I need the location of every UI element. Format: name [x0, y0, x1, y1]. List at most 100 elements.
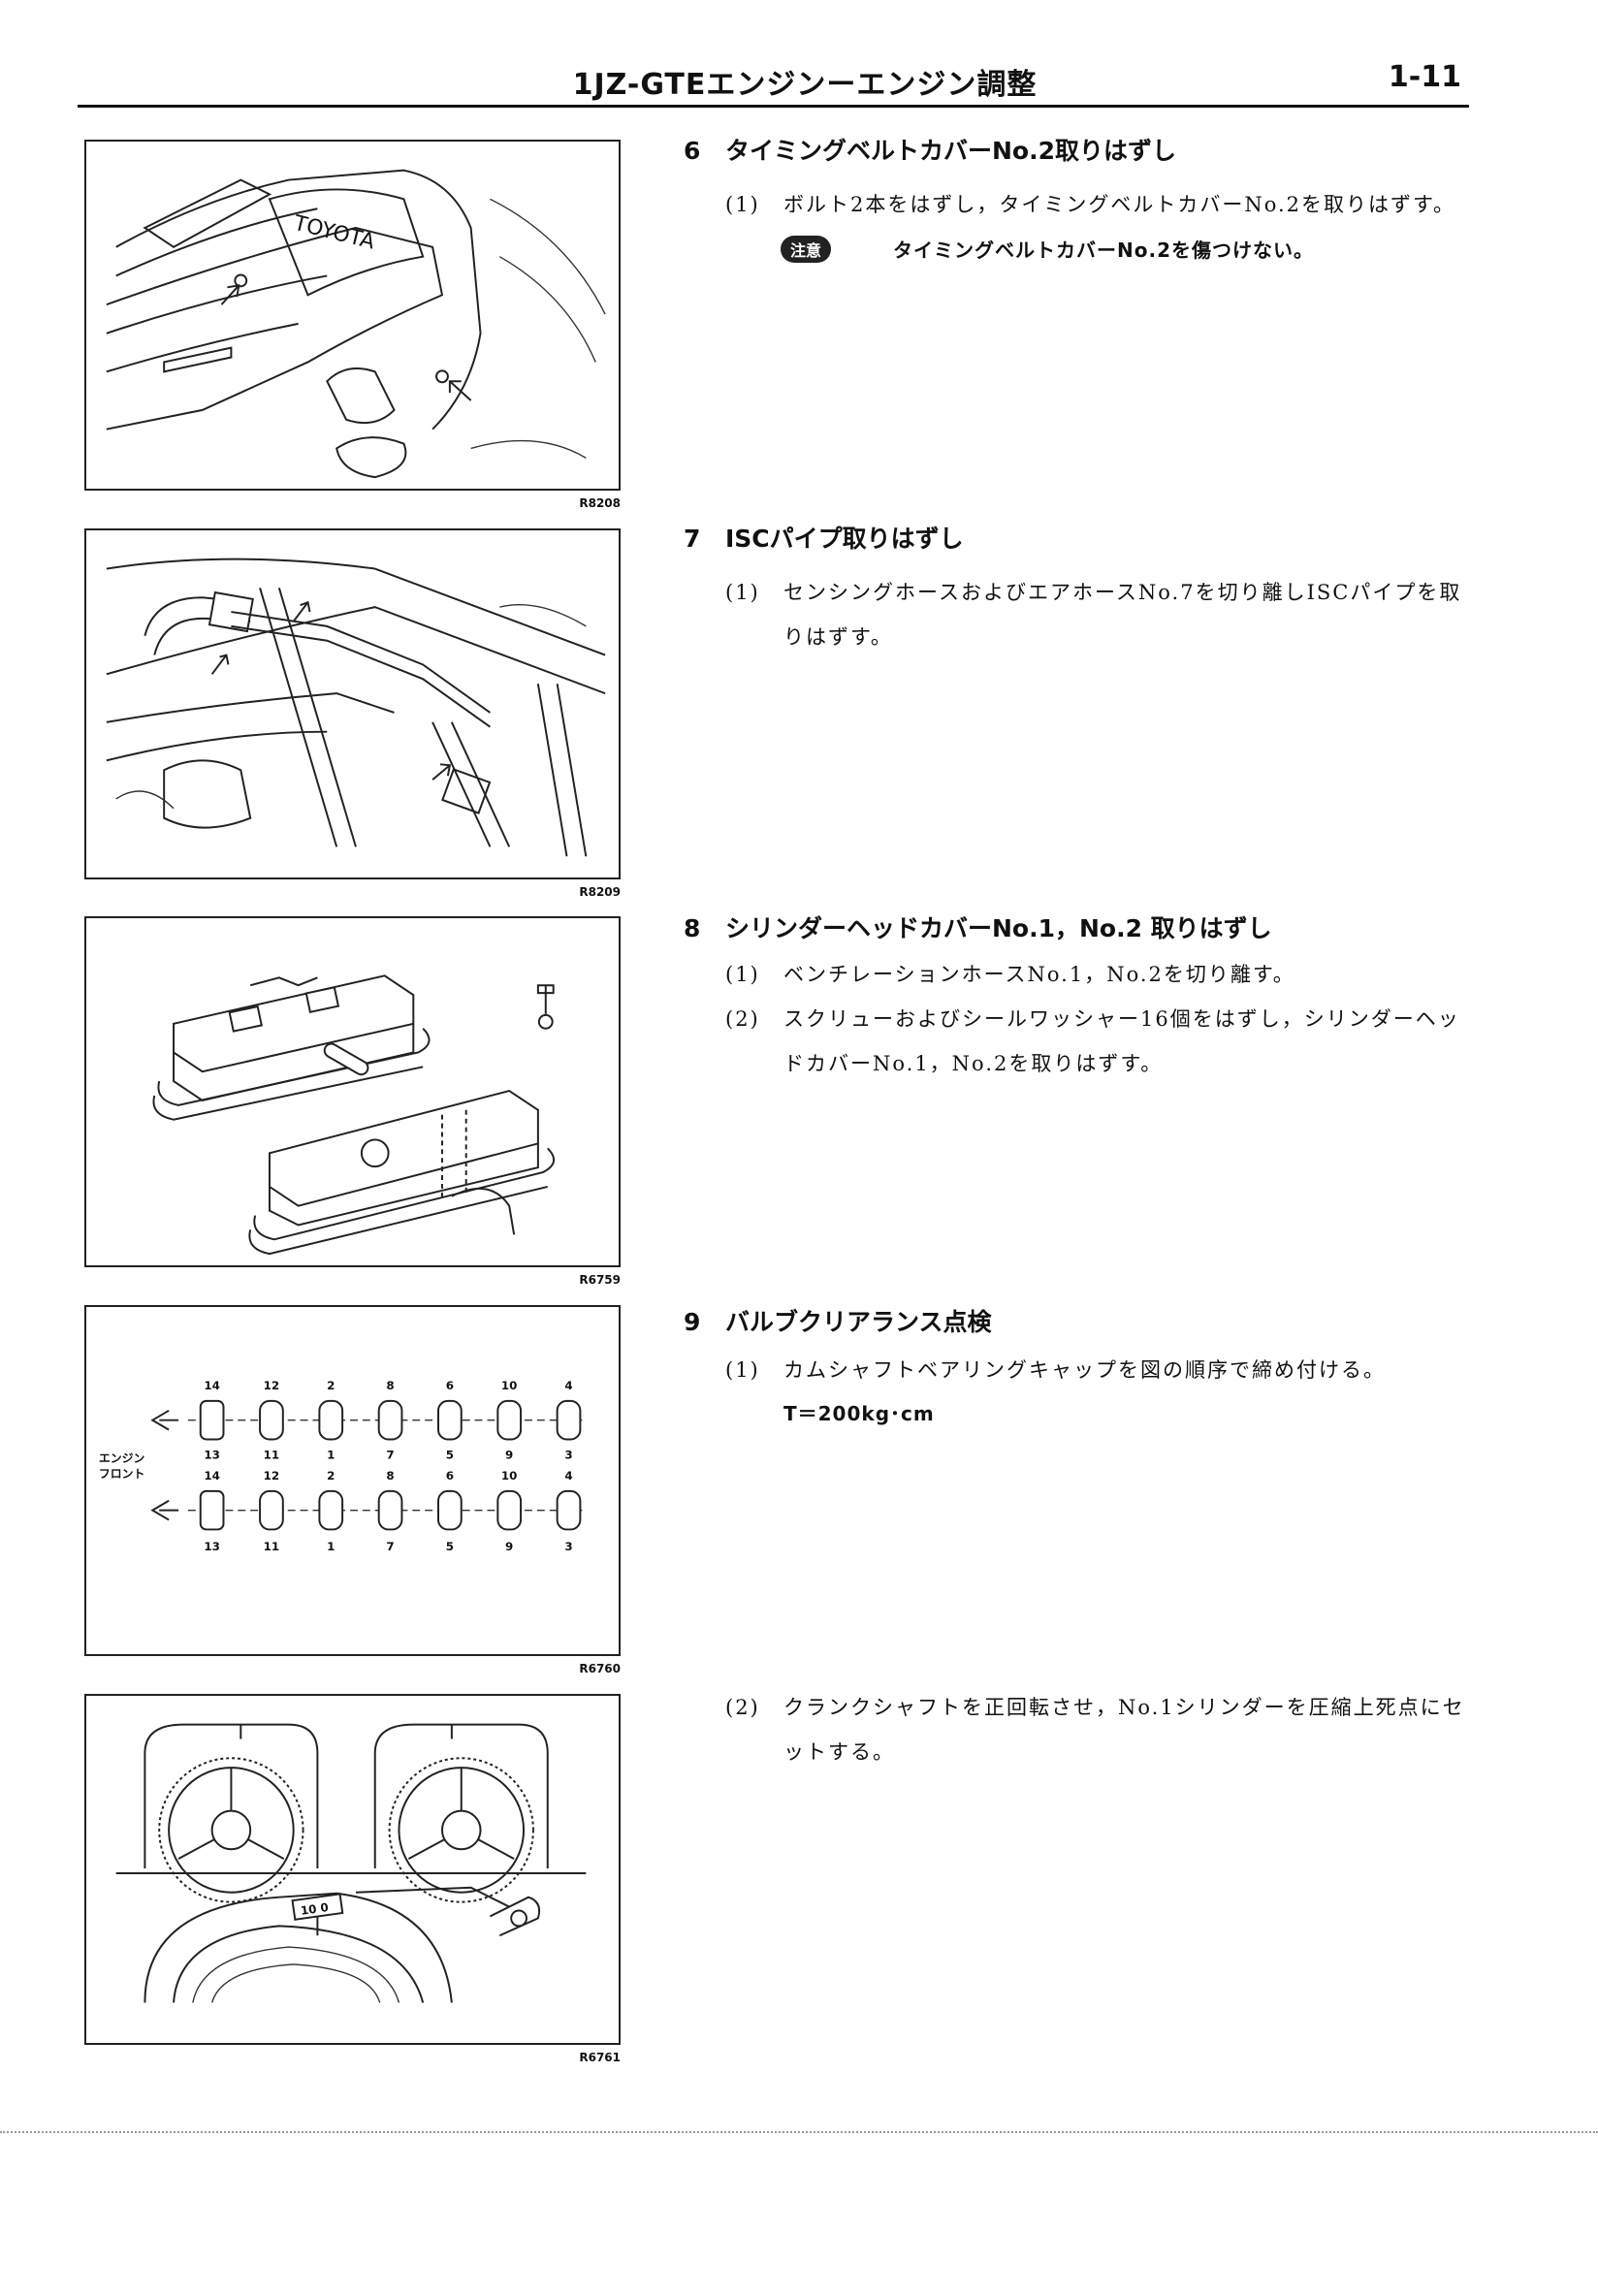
svg-text:1: 1 — [327, 1540, 335, 1553]
svg-text:12: 12 — [264, 1379, 280, 1392]
step-number: (1) — [725, 1358, 760, 1382]
arrow-icon — [210, 654, 230, 675]
figure-isc-pipe — [84, 528, 621, 879]
cam-crank-pulley-illustration: 10 0 — [115, 1723, 587, 2003]
svg-text:12: 12 — [264, 1469, 280, 1483]
step-text: ベンチレーションホースNo.1，No.2を切り離す。 — [783, 963, 1295, 986]
figure-cylinder-head-covers — [84, 916, 621, 1267]
step: (1) ボルト2本をはずし，タイミングベルトカバーNo.2を取りはずす。 — [684, 182, 1479, 227]
section-9: 9 バルブクリアランス点検 (1) カムシャフトベアリングキャップを図の順序で締… — [684, 1305, 1479, 1426]
section-number: 9 — [684, 1308, 701, 1336]
engine-top-illustration: TOYOTA — [106, 169, 606, 479]
section-heading: 6 タイミングベルトカバーNo.2取りはずし — [684, 134, 1479, 169]
figure-code: R6759 — [579, 1273, 621, 1287]
svg-text:7: 7 — [386, 1540, 394, 1553]
svg-text:13: 13 — [204, 1448, 220, 1461]
front-arrow-icon — [150, 1499, 179, 1521]
timing-mark-label: 10 0 — [300, 1900, 330, 1918]
step: (1) センシングホースおよびエアホースNo.7を切り離しISCパイプを取りはず… — [684, 570, 1479, 659]
svg-text:11: 11 — [264, 1448, 280, 1461]
svg-text:10: 10 — [501, 1379, 518, 1392]
arrow-icon — [431, 763, 452, 781]
step-text: クランクシャフトを正回転させ，No.1シリンダーを圧縮上死点にセットする。 — [783, 1696, 1465, 1764]
step-number: (1) — [725, 963, 760, 986]
bearing-cap-sequence-diagram: 14 12 2 8 6 10 4 13 11 1 7 5 9 3 エンジン フロ… — [99, 1379, 587, 1553]
section-title: バルブクリアランス点検 — [725, 1308, 992, 1336]
svg-text:4: 4 — [564, 1469, 572, 1483]
section-heading: 8 シリンダーヘッドカバーNo.1，No.2 取りはずし — [684, 911, 1479, 946]
section-heading: 7 ISCパイプ取りはずし — [684, 522, 1479, 557]
svg-text:8: 8 — [386, 1379, 394, 1392]
step-number: (2) — [725, 1696, 760, 1719]
torque-spec: T＝200kg･cm — [783, 1402, 935, 1425]
svg-text:8: 8 — [386, 1469, 394, 1483]
top-row-lower-numbers: 13 11 1 7 5 9 3 — [204, 1448, 572, 1461]
step-text: センシングホースおよびエアホースNo.7を切り離しISCパイプを取りはずす。 — [783, 581, 1462, 649]
step-number: (1) — [725, 581, 760, 604]
page-header: 1JZ-GTEエンジンーエンジン調整 1-11 — [78, 56, 1469, 108]
section-number: 7 — [684, 525, 701, 553]
top-row-upper-numbers: 14 12 2 8 6 10 4 — [204, 1379, 572, 1392]
step-text: ボルト2本をはずし，タイミングベルトカバーNo.2を取りはずす。 — [783, 193, 1455, 216]
toyota-emblem: TOYOTA — [291, 211, 378, 255]
svg-text:3: 3 — [564, 1540, 572, 1553]
step: (1) カムシャフトベアリングキャップを図の順序で締め付ける。 — [684, 1348, 1479, 1392]
figure-timing-belt-cover: TOYOTA — [84, 140, 621, 491]
page-number: 1-11 — [1388, 60, 1461, 94]
figure-tightening-sequence: 14 12 2 8 6 10 4 13 11 1 7 5 9 3 エンジン フロ… — [84, 1305, 621, 1656]
step-text: カムシャフトベアリングキャップを図の順序で締め付ける。 — [783, 1358, 1386, 1382]
svg-text:1: 1 — [327, 1448, 335, 1461]
step-number: (1) — [725, 193, 760, 216]
section-9-step-2: (2) クランクシャフトを正回転させ，No.1シリンダーを圧縮上死点にセットする… — [684, 1685, 1479, 1774]
svg-text:10: 10 — [501, 1469, 518, 1483]
section-7: 7 ISCパイプ取りはずし (1) センシングホースおよびエアホースNo.7を切… — [684, 522, 1479, 659]
arrow-icon — [220, 284, 240, 305]
bottom-row-upper-numbers: 14 12 2 8 6 10 4 — [204, 1469, 572, 1483]
isc-pipe-illustration — [106, 558, 606, 857]
bottom-dotted-rule — [0, 2131, 1598, 2133]
svg-text:3: 3 — [564, 1448, 572, 1461]
figure-code: R8209 — [579, 885, 621, 899]
front-arrow-icon — [150, 1409, 179, 1431]
step-number: (2) — [725, 1007, 760, 1031]
svg-text:2: 2 — [327, 1379, 335, 1392]
svg-text:9: 9 — [505, 1540, 513, 1553]
figure-tdc-alignment: 10 0 — [84, 1694, 621, 2045]
step: (2) クランクシャフトを正回転させ，No.1シリンダーを圧縮上死点にセットする… — [684, 1685, 1479, 1774]
svg-text:4: 4 — [564, 1379, 572, 1392]
svg-text:5: 5 — [446, 1540, 454, 1553]
svg-text:14: 14 — [204, 1469, 220, 1483]
engine-front-label: エンジン — [99, 1451, 145, 1465]
svg-text:2: 2 — [327, 1469, 335, 1483]
caution-text: タイミングベルトカバーNo.2を傷つけない。 — [893, 239, 1315, 262]
section-title: タイミングベルトカバーNo.2取りはずし — [725, 137, 1176, 165]
section-heading: 9 バルブクリアランス点検 — [684, 1305, 1479, 1340]
figure-code: R8208 — [579, 496, 621, 510]
section-6: 6 タイミングベルトカバーNo.2取りはずし (1) ボルト2本をはずし，タイミ… — [684, 134, 1479, 263]
section-title: シリンダーヘッドカバーNo.1，No.2 取りはずし — [725, 914, 1272, 942]
section-title: ISCパイプ取りはずし — [725, 525, 964, 553]
arrow-icon — [448, 380, 472, 401]
caution-badge: 注意 — [781, 235, 832, 263]
figure-code: R6761 — [579, 2051, 621, 2064]
head-cover-exploded-view — [152, 974, 555, 1256]
step: (1) ベンチレーションホースNo.1，No.2を切り離す。 — [684, 952, 1479, 997]
engine-front-label: フロント — [99, 1467, 144, 1481]
section-number: 6 — [684, 137, 701, 165]
section-number: 8 — [684, 914, 701, 942]
figure-code: R6760 — [579, 1662, 621, 1675]
arrow-icon — [292, 600, 311, 622]
svg-text:6: 6 — [446, 1469, 454, 1483]
svg-text:7: 7 — [386, 1448, 394, 1461]
svg-text:5: 5 — [446, 1448, 454, 1461]
page-title: 1JZ-GTEエンジンーエンジン調整 — [572, 68, 1038, 102]
step: (2) スクリューおよびシールワッシャー16個をはずし，シリンダーヘッドカバーN… — [684, 997, 1479, 1086]
svg-text:11: 11 — [264, 1540, 280, 1553]
svg-text:6: 6 — [446, 1379, 454, 1392]
caution-note: 注意 タイミングベルトカバーNo.2を傷つけない。 — [781, 235, 1479, 263]
step-text: スクリューおよびシールワッシャー16個をはずし，シリンダーヘッドカバーNo.1，… — [783, 1007, 1460, 1075]
svg-text:14: 14 — [204, 1379, 220, 1392]
svg-text:13: 13 — [204, 1540, 220, 1553]
section-8: 8 シリンダーヘッドカバーNo.1，No.2 取りはずし (1) ベンチレーショ… — [684, 911, 1479, 1086]
svg-text:9: 9 — [505, 1448, 513, 1461]
